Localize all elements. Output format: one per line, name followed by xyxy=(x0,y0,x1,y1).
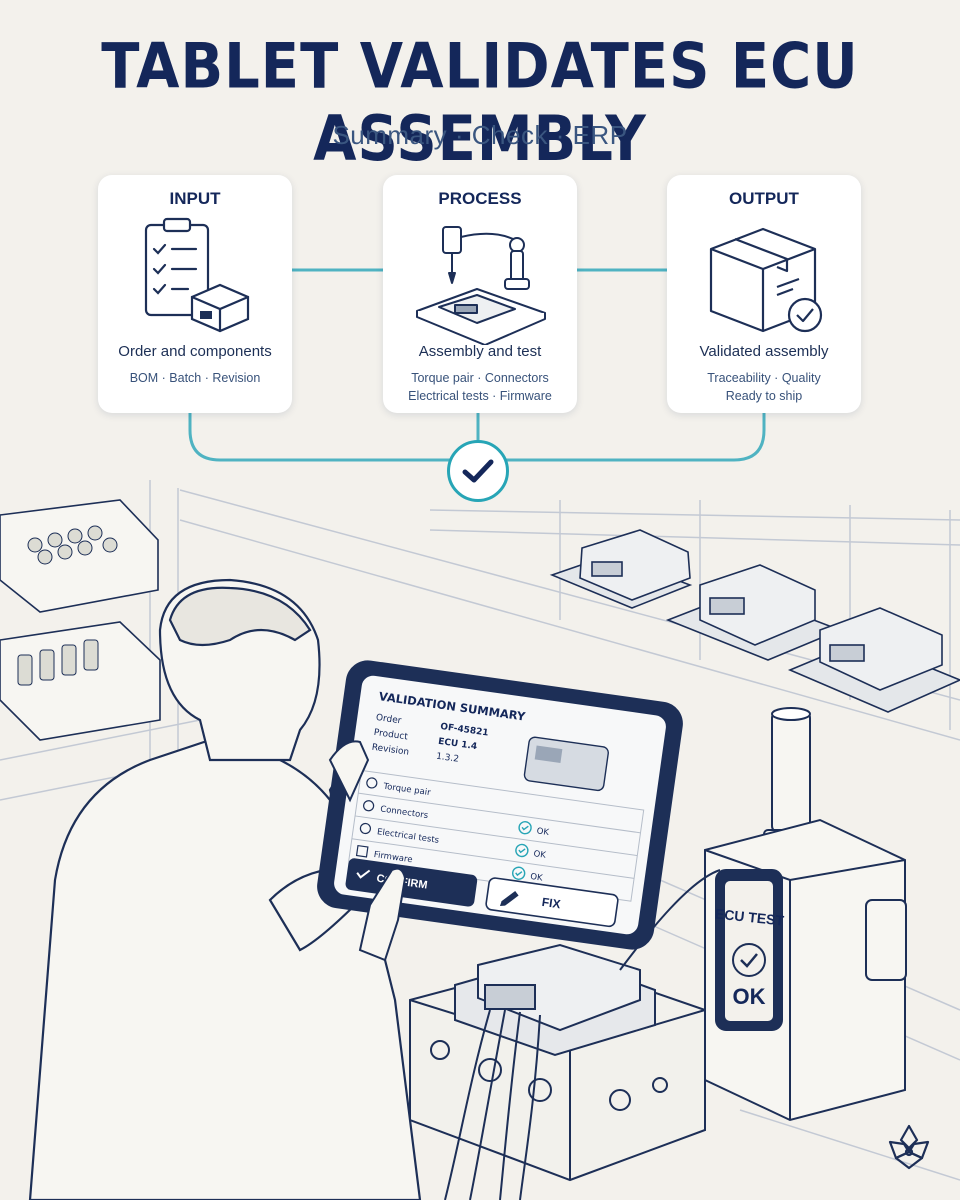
tester-status: OK xyxy=(733,984,766,1009)
stage-heading-output: OUTPUT xyxy=(729,189,799,208)
stage-card-output: OUTPUT Validated assembly Traceability ·… xyxy=(667,175,861,413)
stage-detail-output-1: Traceability · Quality xyxy=(707,371,821,385)
stage-heading-process: PROCESS xyxy=(438,189,522,208)
tablet-order-label: Order xyxy=(375,713,402,727)
robot-arm-icon xyxy=(416,226,546,345)
tester-label: ECU TEST xyxy=(714,905,785,928)
tablet-product-label: Product xyxy=(373,728,409,743)
stage-detail-input-1: BOM · Batch · Revision xyxy=(129,371,261,385)
fix-button[interactable]: FIX xyxy=(541,895,561,911)
stage-desc-output: Validated assembly xyxy=(699,343,829,360)
brand-logo-icon xyxy=(888,1124,930,1170)
ecu-units-on-conveyor xyxy=(549,529,960,713)
tablet-confirm-bg xyxy=(345,858,478,907)
check-firmware-status: OK xyxy=(530,872,544,884)
test-fixture xyxy=(409,869,721,1200)
flow-connectors xyxy=(188,268,766,462)
tablet-device: VALIDATION SUMMARY Order OF-45821 Produc… xyxy=(317,660,683,950)
check-connectors-status: OK xyxy=(536,826,550,838)
check-electrical-status: OK xyxy=(533,849,547,861)
stage-detail-output-2: Ready to ship xyxy=(725,389,803,403)
stage-card-input: INPUT Order and components BOM · Batch ·… xyxy=(98,175,292,413)
clipboard-components-icon xyxy=(144,217,250,333)
stage-desc-input: Order and components xyxy=(118,343,272,360)
box-check-icon xyxy=(709,227,823,333)
stage-card-process: PROCESS Assembly and test Torque pair · … xyxy=(383,175,577,413)
stage-desc-process: Assembly and test xyxy=(418,343,542,360)
validation-check-icon xyxy=(447,440,509,502)
parts-shelf xyxy=(0,499,161,741)
ecu-tester-station xyxy=(704,707,907,1122)
stage-detail-process-1: Torque pair · Connectors xyxy=(411,371,549,385)
page-subtitle: Summary · Check · ERP xyxy=(332,120,628,150)
stage-detail-process-2: Electrical tests · Firmware xyxy=(408,389,552,403)
stage-heading-input: INPUT xyxy=(169,189,221,208)
page-title: TABLET VALIDATES ECU ASSEMBLY xyxy=(101,30,859,176)
tester-check-icon xyxy=(732,943,766,977)
tablet-revision-value: 1.3.2 xyxy=(435,752,459,765)
operator-hand xyxy=(328,740,407,962)
